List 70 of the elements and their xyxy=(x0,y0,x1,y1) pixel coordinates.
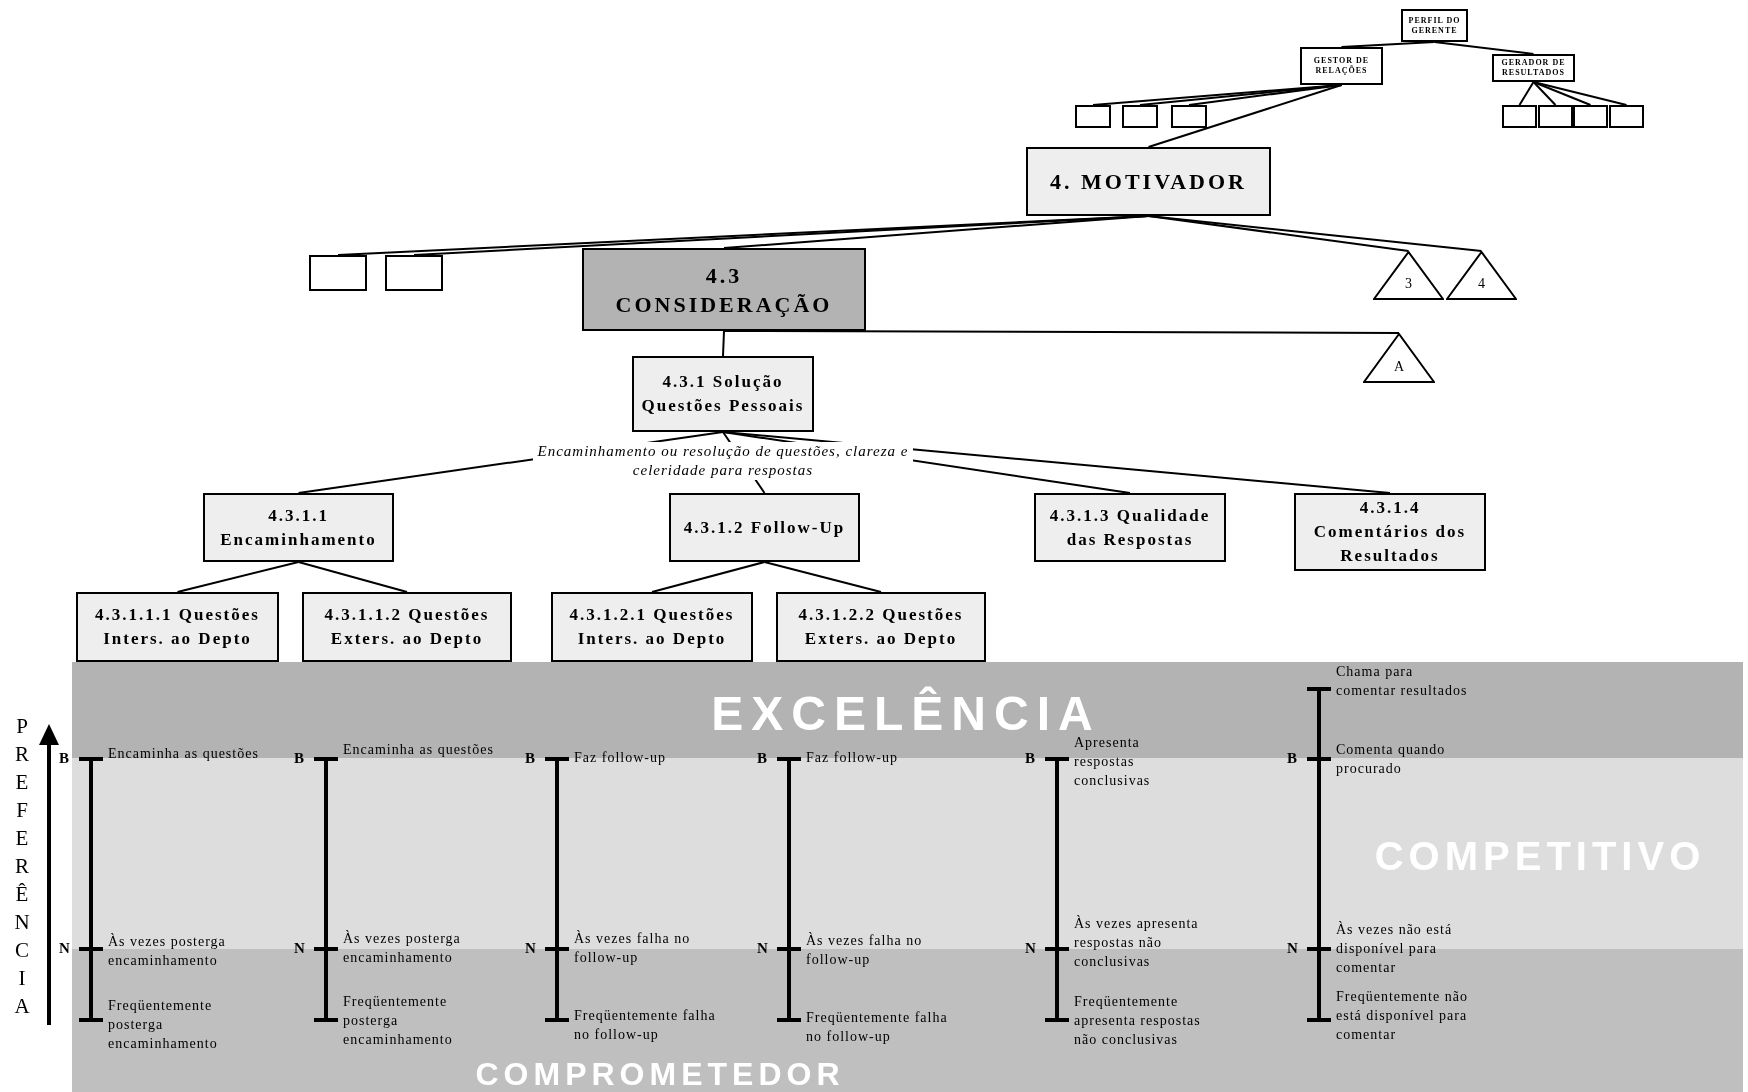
tree-node-box: 4.3.1.4 Comentários dos Resultados xyxy=(1294,493,1486,571)
scale-mark-letter: B xyxy=(757,750,767,767)
scale-descriptor: Comenta quando procurado xyxy=(1336,741,1447,778)
scale-descriptor: Freqüentemente não está disponível para comentar xyxy=(1336,988,1469,1044)
tree-node-box: PERFIL DO GERENTE xyxy=(1401,9,1468,42)
scale-descriptor: Faz follow-up xyxy=(574,749,667,767)
scale-descriptor: Freqüentemente apresenta respostas não conclusivas xyxy=(1074,993,1202,1049)
connector-line xyxy=(1147,215,1483,252)
scale-mark-letter: N xyxy=(59,940,70,957)
tree-node-box: 4.3 CONSIDERAÇÃO xyxy=(582,248,866,331)
triangle-node: A xyxy=(1363,333,1435,383)
empty-box xyxy=(1122,105,1158,128)
scale-descriptor: Freqüentemente posterga encaminhamento xyxy=(343,993,454,1049)
tree-node-box: 4.3.1.1.1 Questões Inters. ao Depto xyxy=(76,592,279,662)
tree-node-box: 4.3.1.1 Encaminhamento xyxy=(203,493,394,562)
scale-mark-letter: B xyxy=(1025,750,1035,767)
scale-descriptor: Encaminha as questões xyxy=(343,741,495,759)
tree-node-box: 4.3.1.2.2 Questões Exters. ao Depto xyxy=(776,592,986,662)
tree-node-box: GESTOR DE RELAÇÕES xyxy=(1300,47,1383,85)
tree-node-box: 4.3.1.2.1 Questões Inters. ao Depto xyxy=(551,592,753,662)
scale-mark-letter: N xyxy=(525,940,536,957)
connector-line xyxy=(297,431,724,494)
connector-line xyxy=(723,215,1150,249)
tree-node-box: 4.3.1.3 Qualidade das Respostas xyxy=(1034,493,1226,562)
scale-descriptor: Faz follow-up xyxy=(806,749,899,767)
connector-line xyxy=(297,561,408,593)
connector-line xyxy=(723,330,1400,334)
scale-descriptor: Às vezes posterga encaminhamento xyxy=(108,932,227,970)
scale-mark-letter: N xyxy=(757,940,768,957)
triangle-node: 3 xyxy=(1373,251,1444,300)
connector-line xyxy=(722,330,725,357)
tree-node-box: GERADOR DE RESULTADOS xyxy=(1492,54,1575,82)
connector-line xyxy=(651,561,766,593)
tree-node-box: 4.3.1 Solução Questões Pessoais xyxy=(632,356,814,432)
empty-box xyxy=(309,255,367,291)
scale-descriptor: Encaminha as questões xyxy=(108,745,260,763)
scale-mark-letter: N xyxy=(1025,940,1036,957)
tree-node-box: 4. MOTIVADOR xyxy=(1026,147,1271,216)
empty-box xyxy=(1075,105,1111,128)
scale-descriptor: Chama para comentar resultados xyxy=(1336,663,1469,700)
band-title: COMPROMETEDOR xyxy=(475,1058,845,1090)
connector-line xyxy=(1518,81,1535,106)
axis-title: PREFERÊNCIA xyxy=(13,713,31,1020)
scale-descriptor: Às vezes posterga encaminhamento xyxy=(343,929,462,967)
scale-mark-letter: N xyxy=(1287,940,1298,957)
scale-descriptor: Às vezes apresenta respostas não conclusivas xyxy=(1074,914,1200,971)
scale-mark-letter: B xyxy=(59,750,69,767)
scale-descriptor: Apresenta respostas conclusivas xyxy=(1074,734,1152,790)
connector-line xyxy=(1433,41,1535,55)
scale-descriptor: Às vezes falha no follow-up xyxy=(806,931,924,969)
tree-node-box: 4.3.1.1.2 Questões Exters. ao Depto xyxy=(302,592,512,662)
scale-descriptor: Freqüentemente posterga encaminhamento xyxy=(108,997,219,1053)
node-caption: Encaminhamento ou resolução de questões, clareza e celeridade para respostas xyxy=(533,442,913,480)
scale-descriptor: Freqüentemente falha no follow-up xyxy=(574,1007,717,1044)
connector-line xyxy=(176,561,300,593)
scale-mark-letter: B xyxy=(294,750,304,767)
connector-line xyxy=(1340,41,1436,48)
scale-mark-letter: B xyxy=(1287,750,1297,767)
empty-box xyxy=(385,255,443,291)
triangle-node: 4 xyxy=(1446,251,1517,300)
scale-mark-letter: B xyxy=(525,750,535,767)
connector-line xyxy=(763,561,882,593)
scale-descriptor: Freqüentemente falha no follow-up xyxy=(806,1009,949,1046)
empty-box xyxy=(1171,105,1207,128)
scale-descriptor: Às vezes não está disponível para comentar xyxy=(1336,920,1454,977)
scale-descriptor: Às vezes falha no follow-up xyxy=(574,929,692,967)
connector-line xyxy=(722,431,1391,494)
scale-mark-letter: N xyxy=(294,940,305,957)
tree-node-box: 4.3.1.2 Follow-Up xyxy=(669,493,860,562)
connector-line xyxy=(1532,81,1557,106)
